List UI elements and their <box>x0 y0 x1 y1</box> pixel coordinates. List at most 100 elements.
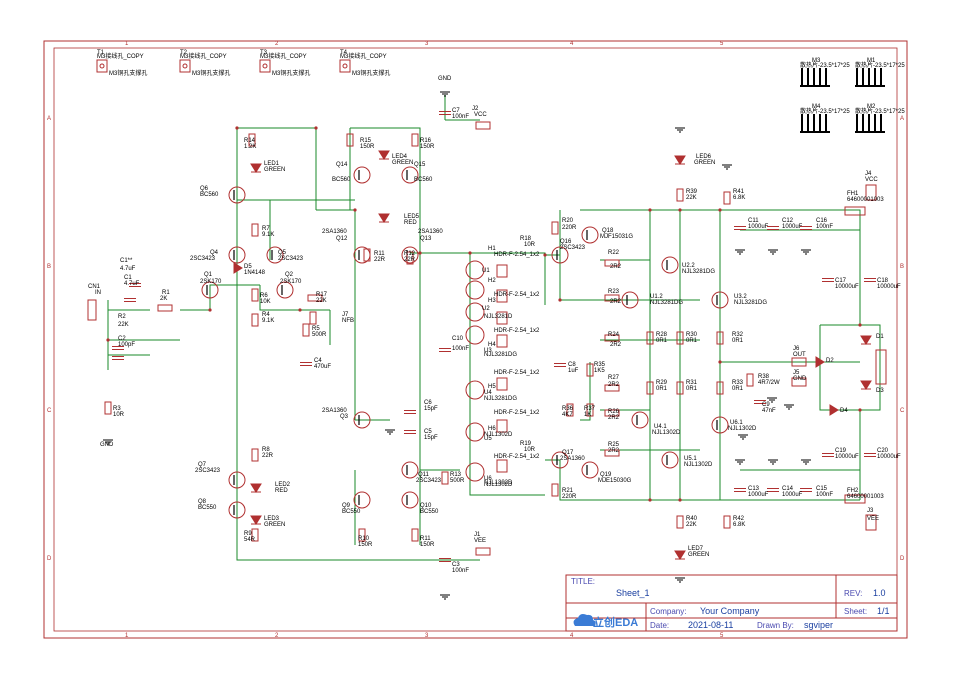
resistor-symbol <box>251 528 259 542</box>
component-label: RED <box>275 488 288 494</box>
column-marker: 2 <box>275 41 279 47</box>
rev-value: 1.0 <box>873 588 886 598</box>
component-label: R39 <box>686 189 698 195</box>
column-marker: 4 <box>570 41 574 47</box>
component-label: R6 <box>260 293 268 299</box>
component-label: C7 <box>452 108 460 114</box>
connector-symbol <box>865 184 877 201</box>
component-label: 2R2 <box>608 448 620 454</box>
resistor-symbol <box>646 331 654 345</box>
component-label: 0R1 <box>732 386 744 392</box>
gnd-symbol <box>675 577 685 583</box>
transistor-symbol <box>228 501 246 519</box>
date-value: 2021-08-11 <box>688 620 733 630</box>
connector-symbol <box>309 311 317 325</box>
mount-hole-name: M3接线孔_COPY <box>97 52 144 60</box>
component-labels: GNDC7100nFJ2VCCR141.2KLED1GREENR15150RR1… <box>88 76 901 574</box>
capacitor-symbol <box>439 558 451 562</box>
component-label: NJL1302D <box>728 426 757 432</box>
device-symbol <box>465 462 485 482</box>
component-label: U3.2 <box>734 294 747 300</box>
diode-symbol <box>674 155 686 165</box>
resistor-symbol <box>586 363 594 377</box>
row-marker: A <box>900 116 904 122</box>
component-label: 6.8K <box>733 195 745 201</box>
mount-hole-name: M3接线孔_COPY <box>340 52 387 60</box>
gnd-symbol <box>385 429 395 435</box>
header-symbol <box>496 377 508 391</box>
device-symbol <box>465 380 485 400</box>
component-label: Q1 <box>204 272 213 278</box>
component-label: R24 <box>608 332 620 338</box>
component-label: R40 <box>686 516 698 522</box>
component-label: 2R2 <box>610 264 622 270</box>
component-label: NJL3281DG <box>484 352 517 358</box>
component-label: U6.1 <box>730 420 743 426</box>
component-label: D4 <box>840 408 848 414</box>
component-label: C20 <box>877 448 889 454</box>
component-label: J6 <box>793 346 800 352</box>
component-label: 500R <box>450 478 465 484</box>
transistor-symbol <box>401 461 419 479</box>
component-label: R27 <box>608 375 620 381</box>
capacitor-symbol <box>439 111 451 115</box>
row-marker: B <box>47 264 51 270</box>
company-value: Your Company <box>700 606 760 616</box>
drawn-by-value: sgviper <box>804 620 833 630</box>
gnd-symbol <box>767 397 777 403</box>
capacitor-symbol <box>404 430 416 434</box>
component-label: VCC <box>474 112 487 118</box>
component-label: U5 <box>484 436 492 442</box>
component-symbols <box>87 111 887 562</box>
component-label: 10000uF <box>835 454 859 460</box>
gnd-symbol <box>103 439 113 445</box>
mount-holes: T1M3接线孔_COPYM3铜孔支撑孔T2M3接线孔_COPYM3铜孔支撑孔T3… <box>96 50 390 77</box>
transistor-symbol <box>353 411 371 429</box>
component-label: U4 <box>484 390 492 396</box>
component-label: Q2 <box>285 272 294 278</box>
component-label: LED3 <box>264 516 280 522</box>
component-label: R26 <box>608 409 620 415</box>
component-label: C14 <box>782 486 794 492</box>
capacitor-symbol <box>124 298 136 302</box>
component-label: NJL1302D <box>484 432 513 438</box>
component-label: 2SA1360 <box>560 456 585 462</box>
component-label: R5 <box>312 326 320 332</box>
component-label: H6 <box>488 426 496 432</box>
component-label: 1N4148 <box>244 270 266 276</box>
connector-symbol <box>791 377 807 387</box>
connector-symbol <box>844 206 866 216</box>
junction-dot <box>418 251 422 255</box>
resistor-symbol <box>551 221 559 235</box>
resistor-symbol <box>604 384 620 392</box>
transistor-symbol <box>228 471 246 489</box>
company-label: Company: <box>650 607 686 616</box>
component-label: GREEN <box>688 552 709 558</box>
component-label: 22R <box>374 257 386 263</box>
component-label: 47nF <box>762 408 776 414</box>
junction-dot <box>648 498 652 502</box>
component-label: 2SC3423 <box>560 245 586 251</box>
junction-dot <box>208 308 212 312</box>
wire-network <box>107 95 881 561</box>
component-label: 1000uF <box>782 224 803 230</box>
component-label: 15pF <box>424 435 438 441</box>
gnd-symbol <box>440 91 450 97</box>
component-label: J1 <box>474 532 481 538</box>
capacitor-symbol <box>300 362 312 366</box>
resistor-symbol <box>411 528 419 542</box>
component-label: Q10 <box>420 503 432 509</box>
component-label: R2 <box>118 314 126 320</box>
component-label: BC550 <box>198 505 217 511</box>
connector-symbol <box>865 514 877 531</box>
component-label: R17 <box>316 292 328 298</box>
heatsink-ref: M4 <box>812 104 821 110</box>
component-label: 100nF <box>816 492 833 498</box>
component-label: J2 <box>472 106 479 112</box>
component-label: 1K5 <box>594 368 605 374</box>
capacitor-symbol <box>822 278 834 282</box>
